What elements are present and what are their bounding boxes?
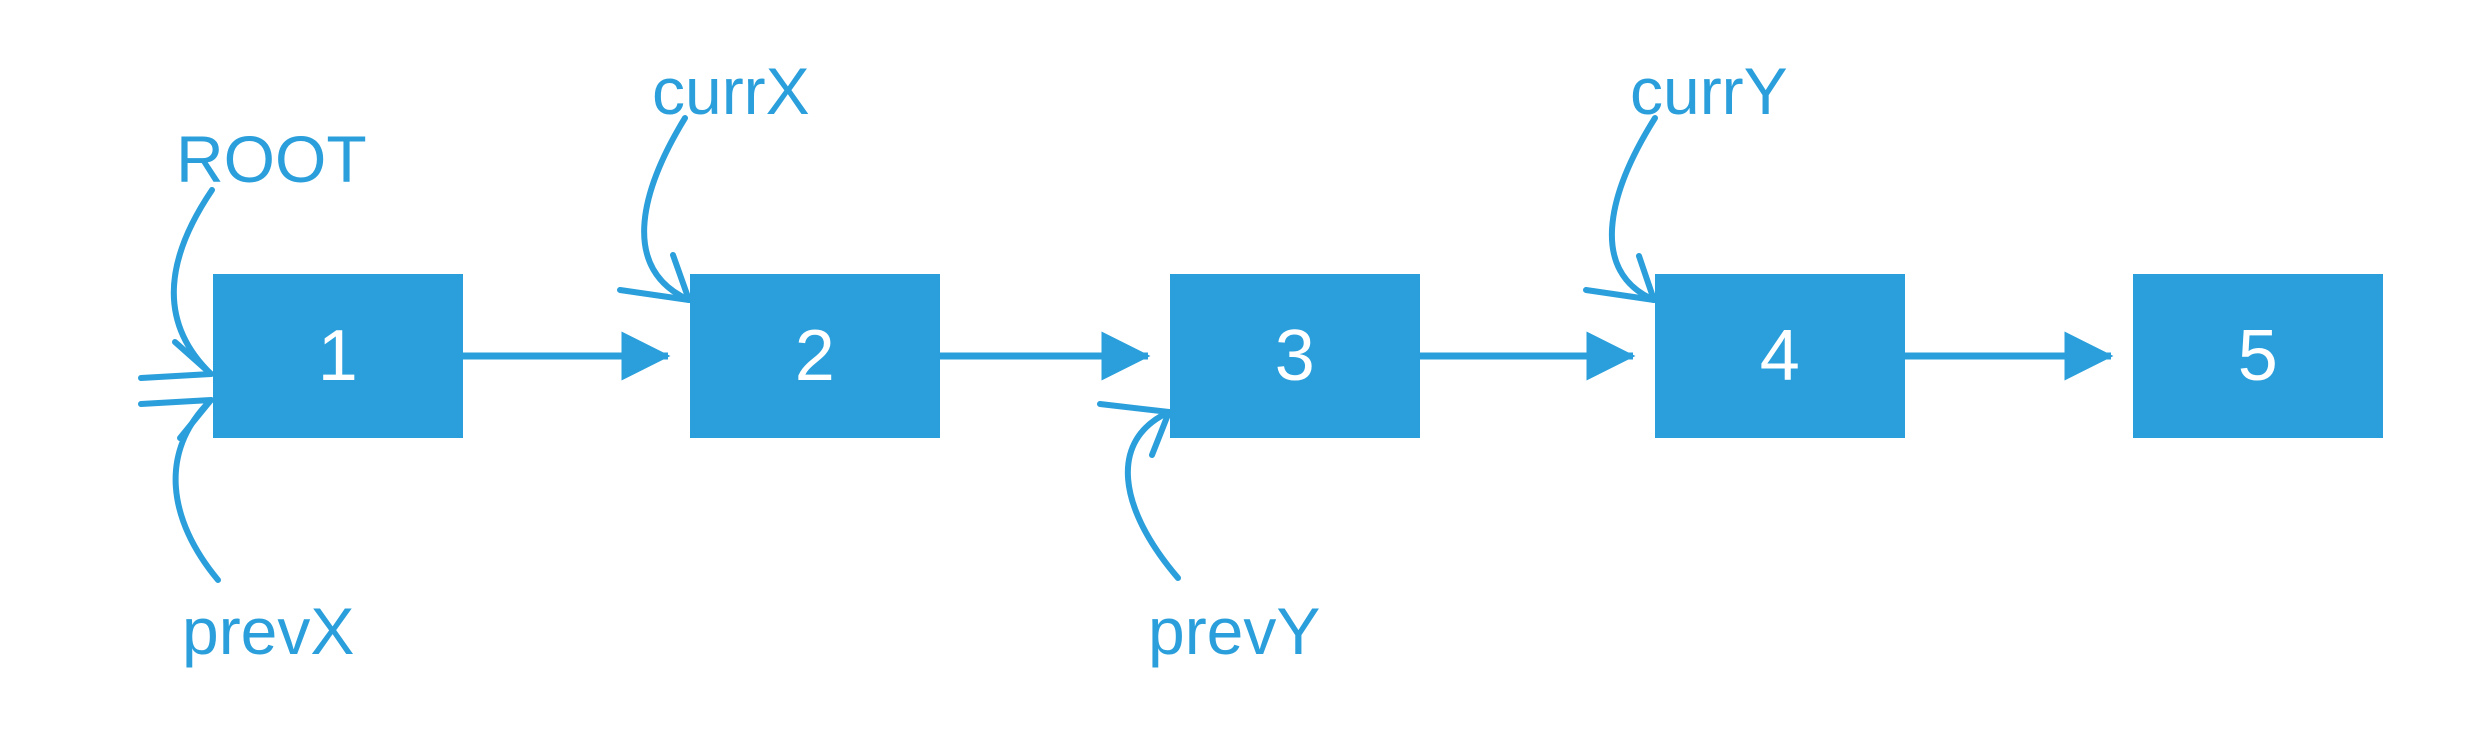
node-value-4: 4 (1759, 316, 1801, 396)
root-leader-arrowhead (138, 339, 214, 381)
list-node-2[interactable]: 2 (690, 274, 940, 438)
root-leader-curve (170, 187, 215, 377)
pointer-label-currx: currX (652, 54, 810, 128)
list-node-1[interactable]: 1 (213, 274, 463, 438)
prevy-leader-arrowhead (1097, 401, 1172, 458)
prevx-leader-curve (172, 397, 221, 583)
list-node-4[interactable]: 4 (1655, 274, 1905, 438)
curry-leader-arrowhead (1583, 253, 1657, 303)
pointer-label-curry: currY (1630, 54, 1788, 128)
pointer-label-prevx: prevX (182, 594, 355, 668)
list-node-5[interactable]: 5 (2133, 274, 2383, 438)
node-value-5: 5 (2237, 316, 2279, 396)
pointer-label-root: ROOT (176, 122, 367, 196)
node-value-3: 3 (1274, 316, 1316, 396)
pointer-label-prevy: prevY (1148, 594, 1321, 668)
curry-leader-curve (1609, 115, 1658, 303)
node-value-2: 2 (794, 316, 836, 396)
prevy-leader-curve (1124, 409, 1181, 581)
pointer-leaders (138, 115, 1658, 583)
currx-leader-curve (641, 115, 692, 303)
node-value-1: 1 (317, 316, 359, 396)
currx-leader-arrowhead (617, 252, 692, 303)
prevx-leader-arrowhead (138, 397, 214, 441)
list-node-3[interactable]: 3 (1170, 274, 1420, 438)
